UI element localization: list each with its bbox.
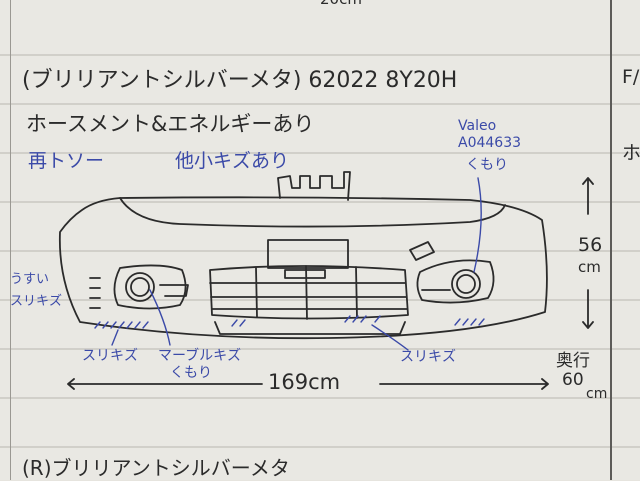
minor-scratches-note: 他小キズあり — [175, 150, 290, 172]
leader-valeo — [473, 177, 482, 273]
depth-label: 奥行 — [556, 351, 590, 371]
height-unit: cm — [578, 258, 601, 276]
left-fog-housing — [113, 264, 187, 310]
license-mount — [267, 239, 349, 269]
leader-scratch-right — [371, 324, 409, 351]
model-color-line: (ブリリアントシルバーメタ) 62022 8Y20H — [22, 68, 458, 93]
top-cut-text: 20cm — [320, 0, 362, 8]
features-line: ホースメント&エネルギーあり — [26, 112, 315, 136]
bottom-line: (R)ブリリアントシルバーメタ — [22, 456, 290, 480]
left-dashes — [89, 277, 101, 309]
right-fog-housing — [416, 259, 495, 304]
margin-line — [10, 0, 11, 480]
scratch-marks-left — [94, 321, 149, 329]
annotation-part-number: A044633 — [458, 135, 522, 151]
dimension-height-arrow — [582, 177, 594, 329]
upper-grille-slot — [284, 269, 326, 279]
lower-grille-outline — [209, 265, 409, 320]
dimension-width-arrow — [67, 378, 549, 390]
width-value: 169cm — [268, 370, 341, 394]
left-fog-lamp-inner — [130, 277, 150, 297]
left-fog-lamp — [125, 272, 155, 302]
scratch-marks-center-left — [231, 319, 246, 327]
annotation-thin: うすい — [10, 272, 50, 287]
right-edge-text-2: ホ — [622, 142, 640, 164]
scratch-marks-center-right — [344, 315, 381, 323]
depth-unit: cm — [586, 386, 608, 402]
right-fog-lamp — [451, 269, 481, 299]
repaint-note: 再トソー — [28, 150, 105, 172]
right-fog-lamp-inner — [456, 274, 476, 294]
height-value: 56 — [578, 234, 603, 256]
left-fog-accent — [159, 284, 189, 297]
bumper-upper-edge — [119, 197, 506, 228]
annotation-cloudy-right: くもり — [466, 157, 508, 173]
center-bracket — [277, 171, 351, 201]
bumper-outline — [58, 196, 548, 340]
depth-value: 60 — [562, 370, 584, 390]
lower-lip — [214, 321, 406, 335]
grille-div-1 — [255, 267, 258, 318]
leader-marble — [149, 289, 171, 346]
right-edge-text-1: F/ — [622, 66, 640, 88]
annotation-scratch-left: スリキズ — [10, 294, 63, 309]
annotation-marble: マーブルキズ — [158, 348, 242, 364]
scratch-marks-right — [454, 318, 485, 326]
leader-scratch-left — [111, 329, 119, 346]
grille-div-2 — [305, 265, 308, 320]
tow-hook-cover — [409, 241, 435, 261]
annotation-scratch-bottom-left: スリキズ — [82, 348, 138, 364]
page-fold-line — [610, 0, 612, 480]
annotation-cloudy-left: くもり — [170, 365, 212, 381]
annotation-scratch-bottom-right: スリキズ — [400, 349, 456, 365]
annotation-valeo: Valeo — [458, 118, 497, 134]
grille-div-3 — [355, 266, 358, 319]
